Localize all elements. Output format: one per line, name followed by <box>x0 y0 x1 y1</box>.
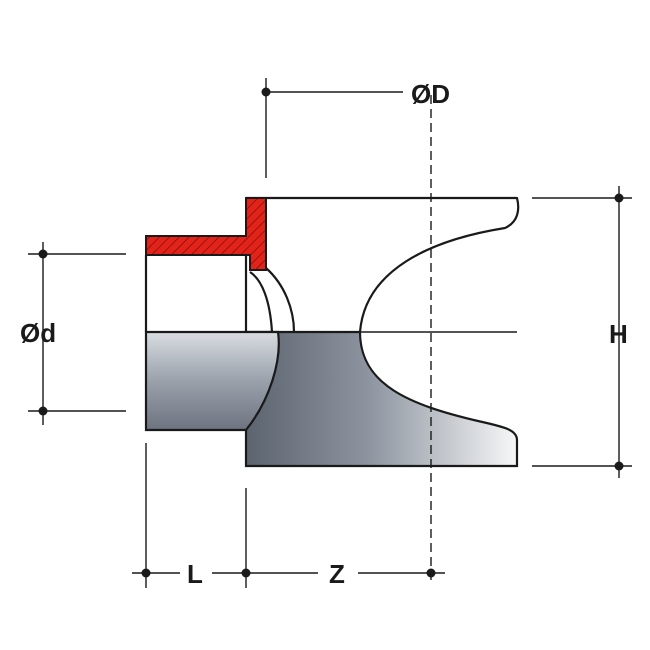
h-dot-bottom <box>614 461 624 471</box>
label-inner-diameter: Ød <box>20 318 56 348</box>
od-dim-dot <box>261 87 271 97</box>
section-hatch <box>145 197 267 271</box>
l-dot-left <box>141 568 151 578</box>
lower-body-shaded <box>244 330 519 468</box>
label-outer-diameter: ØD <box>411 79 450 109</box>
label-socket-length: L <box>187 559 203 589</box>
inner-arc <box>265 267 296 333</box>
id-dot-bottom <box>38 406 48 416</box>
label-height: H <box>609 319 628 349</box>
id-dot-top <box>38 249 48 259</box>
inner-arc-2 <box>249 271 274 333</box>
l-dot-right <box>241 568 251 578</box>
lower-pipe-shaded <box>144 330 280 432</box>
upper-body-outline <box>246 196 520 333</box>
z-dot-right <box>426 568 436 578</box>
label-offset: Z <box>329 559 345 589</box>
h-dot-top <box>614 193 624 203</box>
